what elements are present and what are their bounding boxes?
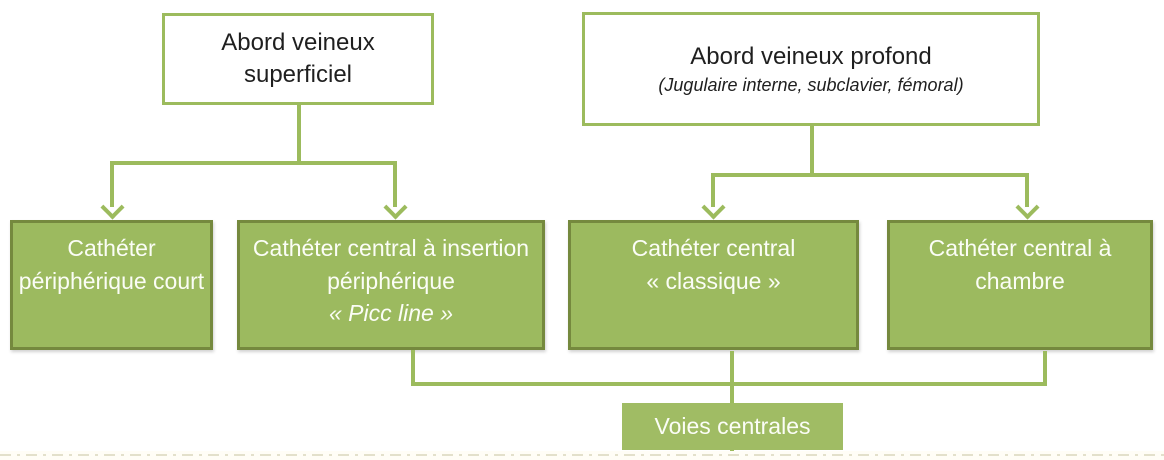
node-catheter-central-picc-line: Cathéter central à insertion périphériqu… (237, 220, 545, 350)
arrow-down-icon (101, 202, 123, 218)
node-label: Cathéter central à insertion périphériqu… (252, 235, 530, 294)
connector-classique-to-voies (730, 351, 734, 403)
node-catheter-central-chambre: Cathéter central à chambre (887, 220, 1153, 350)
arrow-down-icon (702, 202, 724, 218)
connector-picc-to-voies (411, 350, 415, 386)
arrow-down-icon (384, 202, 406, 218)
node-catheter-central-classique: Cathéter central « classique » (568, 220, 859, 350)
node-title: Abord veineux profond (690, 42, 932, 70)
connector-superficiel-stem (297, 105, 301, 165)
node-note: « Picc line » (328, 300, 453, 327)
bottom-dash-line (0, 454, 1164, 456)
connector-to-classique (711, 173, 715, 207)
node-voies-centrales: Voies centrales (622, 403, 843, 450)
connector-to-chambre (1025, 173, 1029, 207)
connector-profond-branch (711, 173, 1029, 177)
connector-chambre-to-voies (1043, 351, 1047, 386)
connector-to-picc (393, 161, 397, 207)
connector-superficiel-branch (110, 161, 397, 165)
node-label: Cathéter central « classique » (631, 235, 796, 294)
node-label: Cathéter central à chambre (928, 235, 1112, 294)
node-abord-veineux-superficiel: Abord veineux superficiel (162, 13, 434, 105)
node-abord-veineux-profond: Abord veineux profond (Jugulaire interne… (582, 12, 1040, 126)
connector-to-peripherique (110, 161, 114, 207)
node-catheter-peripherique-court: Cathéter périphérique court (10, 220, 213, 350)
connector-voies-branch (411, 382, 1047, 386)
node-subtitle: (Jugulaire interne, subclavier, fémoral) (658, 75, 964, 96)
node-label: Cathéter périphérique court (18, 235, 205, 294)
connector-profond-stem (810, 126, 814, 177)
node-title: Abord veineux superficiel (221, 29, 375, 88)
node-label: Voies centrales (654, 413, 811, 439)
arrow-down-icon (1016, 202, 1038, 218)
